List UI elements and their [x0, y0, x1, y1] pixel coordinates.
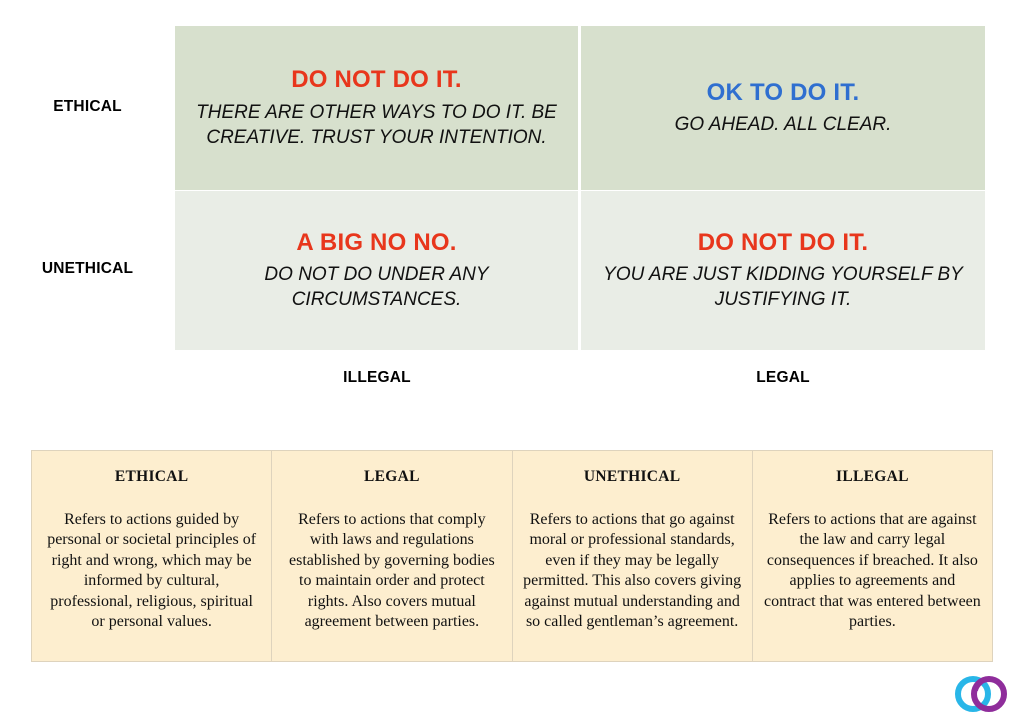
cell-subtext: YOU ARE JUST KIDDING YOURSELF BY JUSTIFY… — [603, 264, 963, 311]
definition-title: UNETHICAL — [583, 468, 681, 485]
matrix-col-label-legal: LEGAL — [756, 369, 810, 386]
definition-column-illegal: ILLEGAL Refers to actions that are again… — [753, 451, 992, 661]
definition-body: Refers to actions that comply with laws … — [289, 511, 495, 631]
definition-title: ETHICAL — [114, 468, 189, 485]
cell-subtext: GO AHEAD. ALL CLEAR. — [674, 114, 892, 136]
definition-column-unethical: UNETHICAL Refers to actions that go agai… — [513, 451, 753, 661]
cell-heading: OK TO DO IT. — [706, 78, 860, 106]
definition-body: Refers to actions guided by personal or … — [47, 511, 257, 631]
matrix-cell-unethical-legal: DO NOT DO IT. YOU ARE JUST KIDDING YOURS… — [581, 191, 985, 350]
definition-title: ILLEGAL — [836, 468, 909, 485]
definitions-table: ETHICAL Refers to actions guided by pers… — [31, 450, 993, 662]
matrix-row-label-unethical: UNETHICAL — [41, 260, 134, 277]
matrix-cell-unethical-illegal: A BIG NO NO. DO NOT DO UNDER ANY CIRCUMS… — [175, 191, 578, 350]
cell-heading: DO NOT DO IT. — [697, 228, 869, 256]
definition-body: Refers to actions that go against moral … — [523, 511, 742, 631]
definition-column-legal: LEGAL Refers to actions that comply with… — [272, 451, 513, 661]
definition-title: LEGAL — [363, 468, 420, 485]
definition-column-ethical: ETHICAL Refers to actions guided by pers… — [32, 451, 273, 661]
definition-body: Refers to actions that are against the l… — [763, 511, 981, 631]
ethics-legality-matrix: ETHICAL UNETHICAL DO NOT DO IT. THERE AR… — [41, 26, 985, 386]
matrix-cell-ethical-illegal: DO NOT DO IT. THERE ARE OTHER WAYS TO DO… — [175, 26, 578, 190]
matrix-col-label-illegal: ILLEGAL — [343, 369, 411, 386]
cell-heading: DO NOT DO IT. — [291, 66, 462, 94]
matrix-cell-ethical-legal: OK TO DO IT. GO AHEAD. ALL CLEAR. — [581, 26, 985, 190]
cell-heading: A BIG NO NO. — [296, 228, 457, 256]
interlocking-rings-logo-icon — [950, 672, 1012, 716]
cell-subtext: THERE ARE OTHER WAYS TO DO IT. BE CREATI… — [196, 101, 557, 148]
cell-subtext: DO NOT DO UNDER ANY CIRCUMSTANCES. — [264, 264, 489, 311]
matrix-row-label-ethical: ETHICAL — [53, 98, 122, 115]
